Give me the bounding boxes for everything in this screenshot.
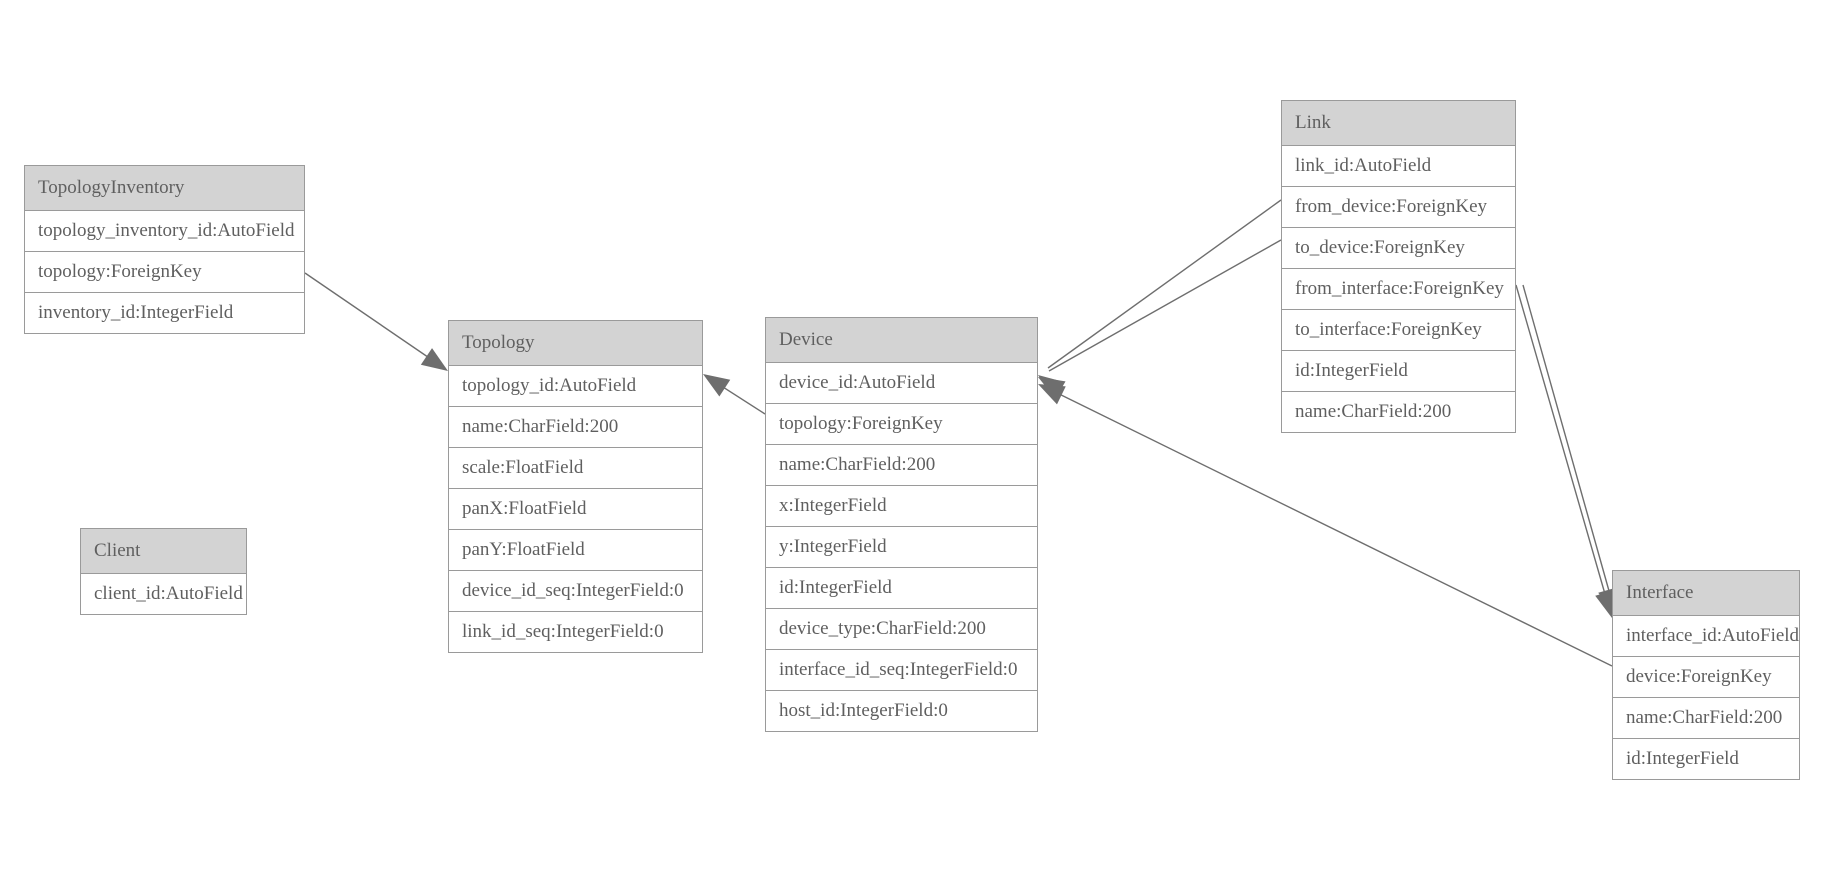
edge-link-to-interface bbox=[1522, 284, 1612, 599]
entity-field: x:IntegerField bbox=[766, 486, 1037, 527]
entity-field: name:CharField:200 bbox=[766, 445, 1037, 486]
entity-title-interface: Interface bbox=[1613, 571, 1799, 616]
entity-field: topology_inventory_id:AutoField bbox=[25, 211, 304, 252]
entity-field: scale:FloatField bbox=[449, 448, 702, 489]
entity-title-client: Client bbox=[81, 529, 246, 574]
entity-field: topology_id:AutoField bbox=[449, 366, 702, 407]
entity-field: device_id_seq:IntegerField:0 bbox=[449, 571, 702, 612]
entity-field: id:IntegerField bbox=[1282, 351, 1515, 392]
entity-title-topologyinventory: TopologyInventory bbox=[25, 166, 304, 211]
entity-field: y:IntegerField bbox=[766, 527, 1037, 568]
entity-field: panX:FloatField bbox=[449, 489, 702, 530]
entity-title-topology: Topology bbox=[449, 321, 702, 366]
edge-link-from-interface bbox=[1515, 284, 1608, 602]
edge-topologyinventory-topology bbox=[304, 272, 442, 367]
entity-field: device_id:AutoField bbox=[766, 363, 1037, 404]
entity-field: device_type:CharField:200 bbox=[766, 609, 1037, 650]
entity-field: from_interface:ForeignKey bbox=[1282, 269, 1515, 310]
entity-title-device: Device bbox=[766, 318, 1037, 363]
entity-field: name:CharField:200 bbox=[449, 407, 702, 448]
entity-field: inventory_id:IntegerField bbox=[25, 293, 304, 333]
edge-link-to-device bbox=[1048, 239, 1282, 372]
entity-field: to_interface:ForeignKey bbox=[1282, 310, 1515, 351]
entity-field: from_device:ForeignKey bbox=[1282, 187, 1515, 228]
entity-title-link: Link bbox=[1282, 101, 1515, 146]
entity-field: panY:FloatField bbox=[449, 530, 702, 571]
entity-field: topology:ForeignKey bbox=[766, 404, 1037, 445]
entity-field: device:ForeignKey bbox=[1613, 657, 1799, 698]
entity-field: host_id:IntegerField:0 bbox=[766, 691, 1037, 731]
entity-field: name:CharField:200 bbox=[1613, 698, 1799, 739]
entity-field: interface_id_seq:IntegerField:0 bbox=[766, 650, 1037, 691]
entity-field: link_id:AutoField bbox=[1282, 146, 1515, 187]
entity-field: name:CharField:200 bbox=[1282, 392, 1515, 432]
edge-link-from-device bbox=[1047, 199, 1282, 369]
entity-field: topology:ForeignKey bbox=[25, 252, 304, 293]
entity-field: link_id_seq:IntegerField:0 bbox=[449, 612, 702, 652]
entity-field: id:IntegerField bbox=[1613, 739, 1799, 779]
entity-field: interface_id:AutoField bbox=[1613, 616, 1799, 657]
arrowhead-interface-device bbox=[1038, 384, 1066, 405]
entity-field: client_id:AutoField bbox=[81, 574, 246, 614]
entity-field: to_device:ForeignKey bbox=[1282, 228, 1515, 269]
edge-device-topology bbox=[711, 379, 766, 415]
entity-field: id:IntegerField bbox=[766, 568, 1037, 609]
